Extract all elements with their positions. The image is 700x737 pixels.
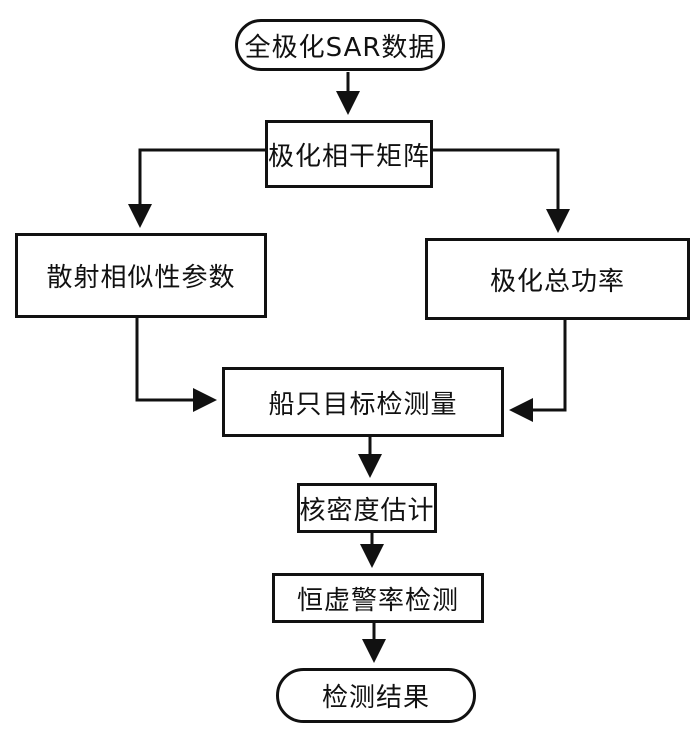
edge-matrix-to-power xyxy=(433,148,570,233)
node-polarimetric-total-power: 极化总功率 xyxy=(425,238,690,320)
node-kernel-density-estimation: 核密度估计 xyxy=(297,483,437,533)
node-full-polarimetric-sar-data: 全极化SAR数据 xyxy=(235,19,445,71)
node-detection-result: 检测结果 xyxy=(276,668,476,723)
edge-scatter-to-measure xyxy=(135,318,217,412)
node-cfar-detection: 恒虚警率检测 xyxy=(272,573,484,623)
edge-matrix-to-scatter xyxy=(128,148,265,228)
edge-power-to-measure xyxy=(509,320,567,422)
node-polarimetric-coherency-matrix: 极化相干矩阵 xyxy=(265,120,433,188)
node-scattering-similarity-parameter: 散射相似性参数 xyxy=(15,233,267,318)
node-ship-target-detection-measure: 船只目标检测量 xyxy=(222,367,504,437)
